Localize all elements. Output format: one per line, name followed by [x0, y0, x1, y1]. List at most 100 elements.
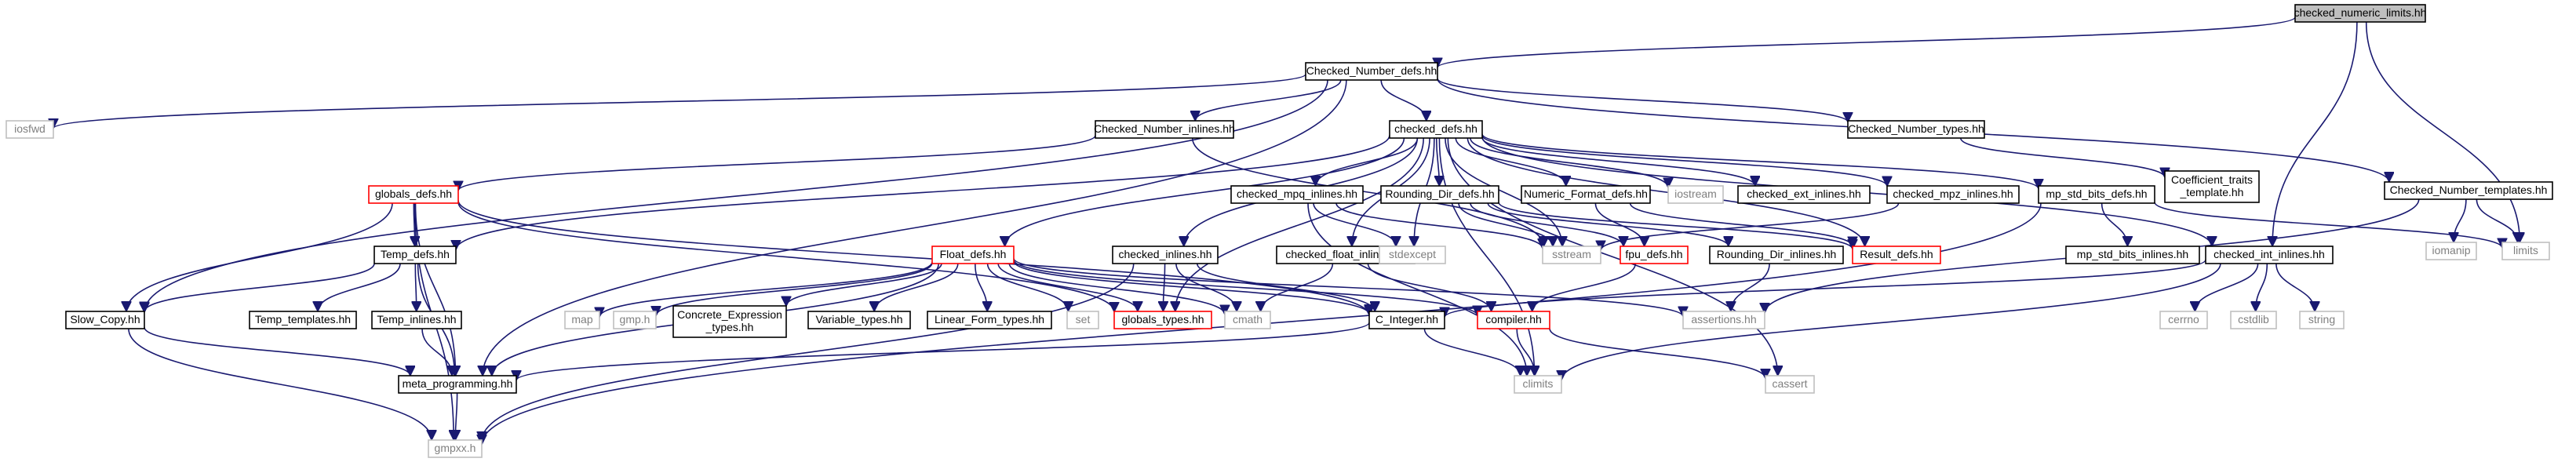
edge-root-to-limits [2365, 21, 2520, 242]
node-vart[interactable]: Variable_types.hh [807, 311, 911, 329]
node-tempd[interactable]: Temp_defs.hh [373, 246, 457, 264]
node-root[interactable]: checked_numeric_limits.hh [2294, 4, 2427, 23]
edge-floatd-to-lft [975, 263, 987, 311]
node-label-limits: limits [2513, 244, 2538, 256]
node-label-iosfwd: iosfwd [14, 122, 46, 135]
edge-cdefs-to-tempd [456, 135, 1390, 250]
node-globt[interactable]: globals_types.hh [1113, 311, 1212, 329]
node-label-nfd: Numeric_Format_defs.hh [1524, 187, 1648, 200]
node-mpsbi[interactable]: mp_std_bits_inlines.hh [2065, 246, 2200, 264]
edge-cnt-to-limits [2476, 198, 2517, 243]
node-concr[interactable]: Concrete_Expression_types.hh [672, 305, 787, 338]
node-label-compiler: compiler.hh [1485, 313, 1542, 326]
node-label-tinl: Temp_inlines.hh [377, 313, 456, 326]
edge-slow-to-gmpxx [128, 328, 432, 440]
edge-rdd-to-sstream [1458, 202, 1553, 247]
node-iostream: iostream [1667, 185, 1724, 204]
node-iosfwd: iosfwd [5, 120, 54, 139]
node-cint[interactable]: checked_int_inlines.hh [2205, 246, 2334, 264]
node-rdd[interactable]: Rounding_Dir_defs.hh [1380, 185, 1499, 204]
node-label-rdd: Rounding_Dir_defs.hh [1385, 187, 1494, 200]
edge-floatd-to-assert [1013, 258, 1683, 317]
node-cassert: cassert [1765, 375, 1815, 394]
edge-rdd-to-resd [1498, 202, 1853, 249]
node-box-stdexcept [1379, 246, 1446, 264]
edge-cnd-to-cdefs [1380, 79, 1426, 122]
node-box-cinl [1112, 246, 1219, 264]
node-cmpz[interactable]: checked_mpz_inlines.hh [1886, 185, 2020, 204]
edge-cdefs-to-cassert [1447, 137, 1777, 376]
edge-cnd-to-iosfwd [53, 73, 1306, 129]
node-label-gmph: gmp.h [620, 313, 650, 326]
node-box-cnt [2384, 181, 2553, 200]
node-cnty[interactable]: Checked_Number_types.hh [1847, 120, 1985, 139]
edge-cinl-to-cmath [1175, 263, 1237, 312]
edge-cdefs-to-cmpz [1481, 135, 1887, 187]
node-label-cint: checked_int_inlines.hh [2213, 248, 2325, 260]
edge-rdi-to-assert [1731, 263, 1770, 312]
edge-cnd-to-meta [483, 79, 1347, 376]
node-box-mpsbd [2038, 185, 2155, 204]
node-coef[interactable]: Coefficient_traits_template.hh [2164, 170, 2260, 203]
node-string: string [2299, 311, 2345, 329]
node-cdefs[interactable]: checked_defs.hh [1389, 120, 1483, 139]
node-box-meta [398, 375, 517, 394]
edge-root-to-cint [2272, 21, 2358, 246]
edge-cnt-to-iomanip [2454, 198, 2467, 242]
node-cnt[interactable]: Checked_Number_templates.hh [2384, 181, 2553, 200]
node-box-cdefs [1389, 120, 1483, 139]
node-floatd[interactable]: Float_defs.hh [931, 246, 1015, 264]
node-box-iomanip [2425, 242, 2477, 260]
node-box-floatd [931, 246, 1015, 264]
edge-cint-to-climits [1561, 263, 2221, 380]
node-cinteger[interactable]: C_Integer.hh [1368, 311, 1445, 329]
node-box-cint [2205, 246, 2334, 264]
edge-cdefs-to-cmpq [1316, 137, 1419, 187]
node-label-cstdlib: cstdlib [2238, 313, 2269, 326]
node-glob[interactable]: globals_defs.hh [368, 185, 459, 204]
node-label-concr: Concrete_Expression_types.hh [677, 308, 782, 333]
edge-cinteger-to-climits [1423, 328, 1520, 377]
edge-cint-to-cinteger [1445, 259, 2206, 318]
node-cni[interactable]: Checked_Number_inlines.hh [1094, 120, 1235, 139]
node-cnd[interactable]: Checked_Number_defs.hh [1305, 62, 1438, 81]
node-label-cni: Checked_Number_inlines.hh [1094, 122, 1235, 135]
node-label-iostream: iostream [1674, 187, 1717, 200]
node-box-cnd [1305, 62, 1438, 81]
node-slow[interactable]: Slow_Copy.hh [65, 311, 145, 329]
node-compiler[interactable]: compiler.hh [1477, 311, 1550, 329]
edge-floatd-to-cmath [1008, 263, 1225, 315]
node-tinl[interactable]: Temp_inlines.hh [371, 311, 462, 329]
node-nfd[interactable]: Numeric_Format_defs.hh [1521, 185, 1651, 204]
node-ttemp[interactable]: Temp_templates.hh [249, 311, 357, 329]
node-box-cmath [1224, 311, 1271, 329]
node-box-rdi [1709, 246, 1844, 264]
edge-meta-to-gmpxx [455, 392, 457, 440]
node-assert: assertions.hh [1682, 311, 1765, 329]
node-cinl[interactable]: checked_inlines.hh [1112, 246, 1219, 264]
node-meta[interactable]: meta_programming.hh [398, 375, 517, 394]
node-label-climits: climits [1523, 377, 1554, 390]
edge-slow-to-meta [144, 326, 410, 377]
node-cmath: cmath [1224, 311, 1271, 329]
edge-cfloat-to-compiler [1367, 263, 1491, 312]
node-stdexcept: stdexcept [1379, 246, 1446, 264]
node-set: set [1066, 311, 1099, 329]
node-box-cmpz [1886, 185, 2020, 204]
node-cext[interactable]: checked_ext_inlines.hh [1737, 185, 1871, 204]
node-fpud[interactable]: fpu_defs.hh [1620, 246, 1689, 264]
edge-cnd-to-cnty [1437, 78, 1848, 123]
node-box-cstdlib [2230, 311, 2277, 329]
node-mpsbd[interactable]: mp_std_bits_defs.hh [2038, 185, 2155, 204]
node-limits: limits [2501, 242, 2550, 260]
edge-floatd-to-concr [786, 263, 942, 307]
node-box-iosfwd [5, 120, 54, 139]
node-resd[interactable]: Result_defs.hh [1852, 246, 1941, 264]
node-label-gmpxx: gmpxx.h [435, 442, 476, 454]
node-rdi[interactable]: Rounding_Dir_inlines.hh [1709, 246, 1844, 264]
node-cmpq[interactable]: checked_mpq_inlines.hh [1230, 185, 1364, 204]
node-lft[interactable]: Linear_Form_types.hh [927, 311, 1052, 329]
edge-root-to-cnd [1437, 16, 2296, 68]
edge-rdd-to-fpud [1470, 202, 1623, 247]
node-label-lft: Linear_Form_types.hh [935, 313, 1044, 326]
